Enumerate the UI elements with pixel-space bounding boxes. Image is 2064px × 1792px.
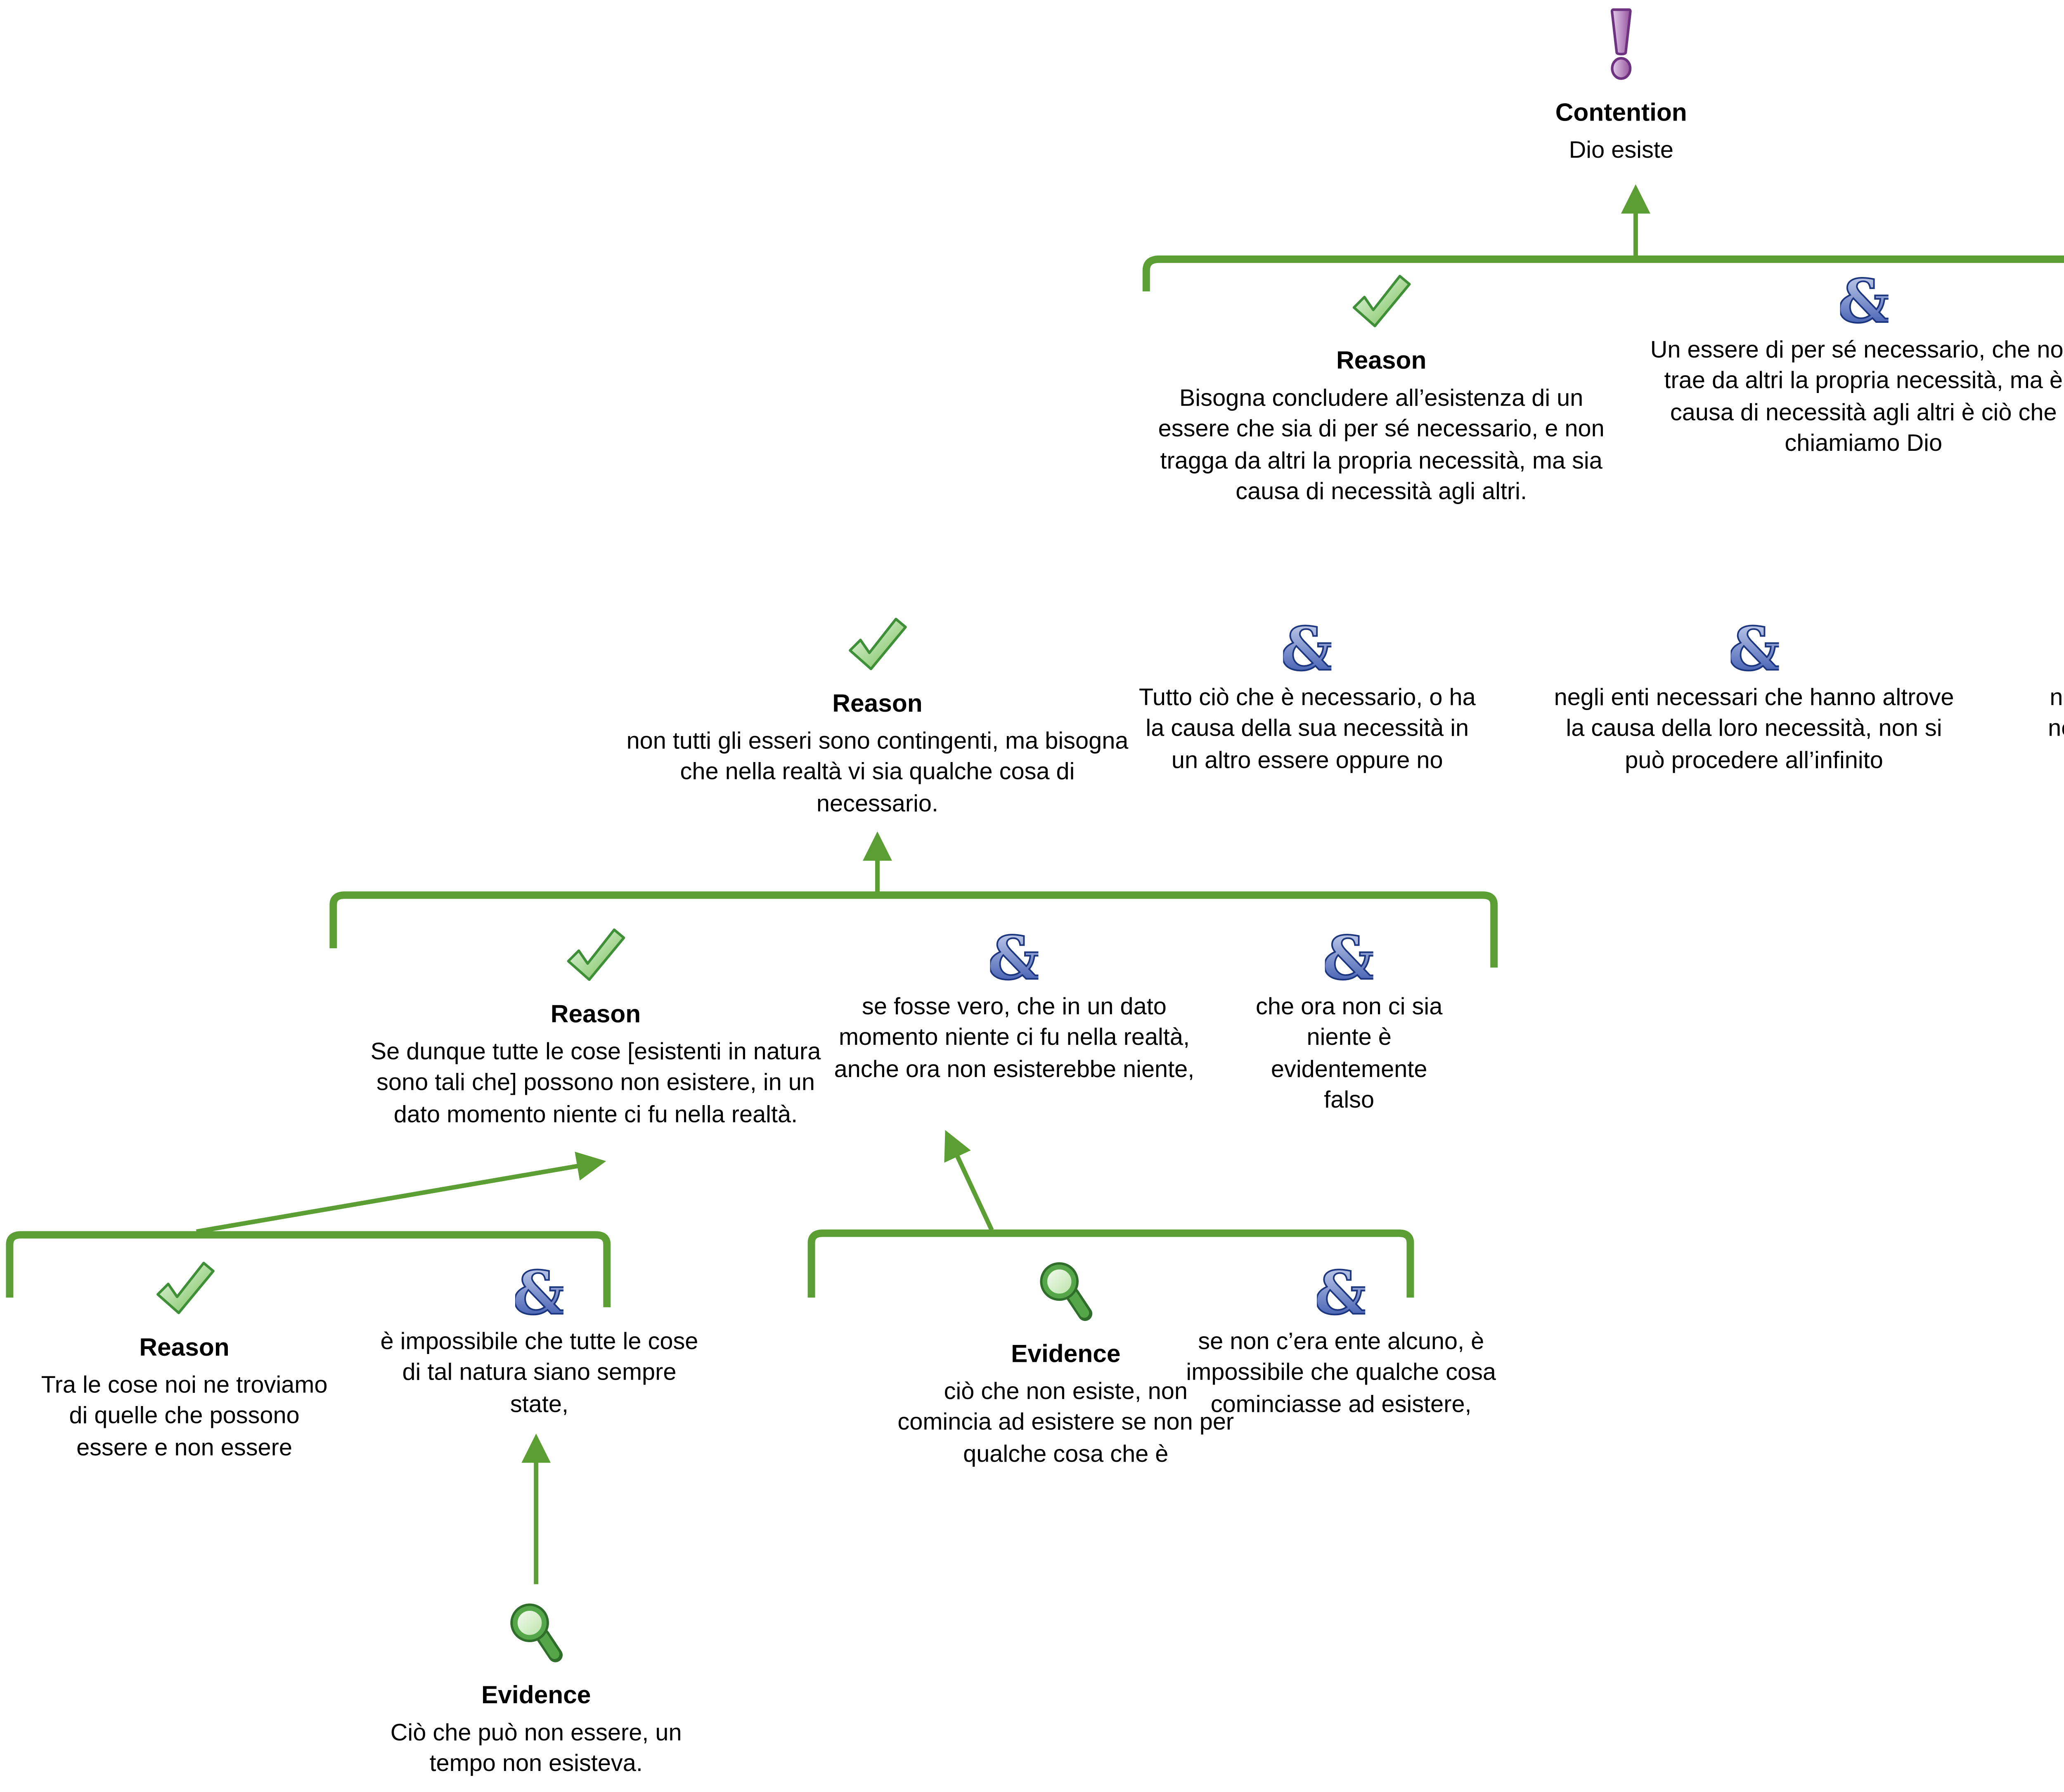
check-icon <box>567 928 625 981</box>
reason-node-3[interactable]: Reason Se dunque tutte le cose [esistent… <box>354 927 837 1132</box>
ampersand-icon: & <box>1283 621 1331 679</box>
ampersand-icon: & <box>1730 621 1778 679</box>
conjunction-node-7[interactable]: & è impossibile che tutte le cose di tal… <box>379 1265 701 1421</box>
conjunction-node-4[interactable]: & neppure si può procedere all’infinito … <box>2045 621 2064 777</box>
svg-text:&: & <box>1730 621 1778 679</box>
conjunction-node-5[interactable]: & se fosse vero, che in un dato momento … <box>829 930 1200 1087</box>
node-type-label: Contention <box>1555 99 1687 128</box>
ampersand-icon: & <box>1839 274 1888 331</box>
node-text: non tutti gli esseri sono contingenti, m… <box>626 729 1129 817</box>
conjunction-node-2[interactable]: & Tutto ciò che è necessario, o ha la ca… <box>1130 621 1484 777</box>
node-text: Tutto ciò che è necessario, o ha la caus… <box>1139 686 1476 774</box>
node-text: Bisogna concludere all’esistenza di un e… <box>1158 386 1605 506</box>
node-type-label: Evidence <box>1011 1341 1121 1368</box>
svg-text:&: & <box>1317 1265 1365 1323</box>
ampersand-icon: & <box>990 930 1039 988</box>
node-text: Dio esiste <box>1569 138 1673 164</box>
node-text: neppure si può procedere all’infinito ne… <box>2048 686 2064 743</box>
check-icon <box>849 618 907 670</box>
node-text: Un essere di per sé necessario, che non … <box>1650 338 2064 457</box>
magnifier-icon <box>1040 1262 1093 1321</box>
node-text: ciò che non esiste, non comincia ad esis… <box>897 1380 1234 1468</box>
exclamation-icon <box>1610 8 1632 80</box>
node-text: se non c’era ente alcuno, è impossibile … <box>1186 1330 1496 1418</box>
conjunction-node-6[interactable]: & che ora non ci sia niente è evidenteme… <box>1245 930 1454 1117</box>
reason-node-4[interactable]: Reason Tra le cose noi ne troviamo di qu… <box>36 1261 334 1465</box>
reason-node-1[interactable]: Reason Bisogna concludere all’esistenza … <box>1156 274 1607 509</box>
node-type-label: Reason <box>550 1001 641 1029</box>
check-icon <box>156 1262 214 1314</box>
ampersand-icon: & <box>1317 1265 1365 1323</box>
node-type-label: Evidence <box>481 1682 591 1710</box>
reason-node-2[interactable]: Reason non tutti gli esseri sono conting… <box>620 617 1135 821</box>
conjunction-node-3[interactable]: & negli enti necessari che hanno altrove… <box>1549 621 1960 777</box>
node-text: è impossibile che tutte le cose di tal n… <box>380 1330 698 1418</box>
evidence-node-1[interactable]: Evidence ciò che non esiste, non cominci… <box>897 1261 1235 1471</box>
svg-text:&: & <box>1283 621 1331 679</box>
svg-text:&: & <box>515 1265 563 1323</box>
arrow-to-cofactor-se-fosse <box>944 1130 994 1231</box>
svg-text:&: & <box>1839 274 1888 331</box>
node-text: negli enti necessari che hanno altrove l… <box>1554 686 1954 774</box>
evidence-node-2[interactable]: Evidence Ciò che può non essere, un temp… <box>367 1602 705 1782</box>
arrow-to-reason3 <box>196 1151 606 1234</box>
contention-node[interactable]: Contention Dio esiste <box>1492 7 1750 168</box>
conjunction-node-8[interactable]: & se non c’era ente alcuno, è impossibil… <box>1170 1265 1512 1421</box>
conjunction-node-1[interactable]: & Un essere di per sé necessario, che no… <box>1642 274 2064 461</box>
check-icon <box>1352 275 1411 327</box>
node-type-label: Reason <box>1336 348 1427 375</box>
svg-text:&: & <box>990 930 1039 988</box>
node-type-label: Reason <box>832 691 923 718</box>
ampersand-icon: & <box>1325 930 1373 988</box>
node-text: Ciò che può non essere, un tempo non esi… <box>390 1721 682 1778</box>
node-text: se fosse vero, che in un dato momento ni… <box>834 995 1195 1083</box>
ampersand-icon: & <box>515 1265 563 1323</box>
node-text: Se dunque tutte le cose [esistenti in na… <box>370 1040 821 1128</box>
magnifier-icon <box>510 1603 563 1662</box>
node-text: Tra le cose noi ne troviamo di quelle ch… <box>41 1373 328 1461</box>
node-text: che ora non ci sia niente è evidentement… <box>1256 995 1443 1114</box>
svg-text:&: & <box>1325 930 1373 988</box>
node-type-label: Reason <box>139 1335 230 1362</box>
